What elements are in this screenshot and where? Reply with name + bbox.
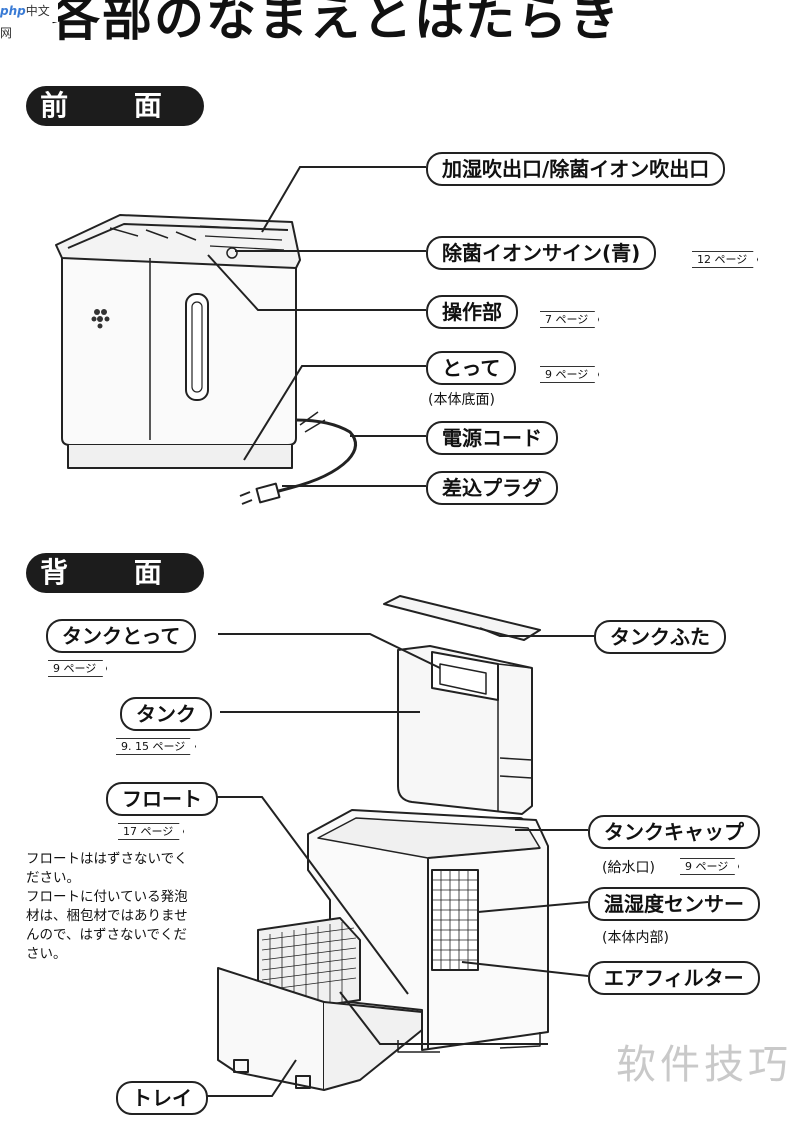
front-unit-illustration: [55, 214, 357, 505]
float-note-line: んので、はずさないでくだ: [26, 927, 188, 943]
label-tank: タンク: [120, 697, 212, 731]
label-handle-note: (本体底面): [428, 392, 495, 408]
front-leader-lines: [207, 166, 426, 487]
ref-tank-handle: 9 ページ: [48, 660, 108, 677]
label-plug: 差込プラグ: [426, 471, 558, 505]
label-controls: 操作部: [426, 295, 518, 329]
ref-tank-cap: 9 ページ: [680, 858, 740, 875]
label-sensor-note: (本体内部): [602, 930, 669, 946]
section-heading-back: 背 面: [26, 553, 204, 593]
label-tank-lid: タンクふた: [594, 620, 726, 654]
label-tank-cap: タンクキャップ: [588, 815, 760, 849]
watermark-text: 软件技巧: [616, 1042, 792, 1088]
section-heading-front: 前 面: [26, 86, 204, 126]
watermark-logo: php中文网: [0, 0, 58, 40]
label-cord: 電源コード: [426, 421, 558, 455]
label-handle: とって: [426, 351, 517, 385]
ref-handle: 9 ページ: [540, 366, 600, 383]
label-sensor: 温湿度センサー: [588, 887, 760, 921]
page-title: 各部のなまえとはたらき: [50, 0, 621, 47]
label-tray: トレイ: [116, 1081, 208, 1115]
ref-float: 17 ページ: [118, 823, 185, 840]
ref-ion-sign: 12 ページ: [692, 251, 759, 268]
label-tank-cap-note: (給水口): [602, 860, 655, 876]
label-float: フロート: [106, 782, 218, 816]
label-ion-sign: 除菌イオンサイン(青): [426, 236, 657, 270]
float-note-line: さい。: [26, 946, 67, 962]
float-note: フロートははずさないでく ださい。 フロートに付いている発泡 材は、梱包材ではあ…: [26, 850, 188, 964]
ref-controls: 7 ページ: [540, 311, 600, 328]
ref-tank: 9. 15 ページ: [116, 738, 197, 755]
back-leader-lines: [196, 627, 596, 1097]
float-note-line: フロートに付いている発泡: [26, 889, 188, 905]
float-note-line: ださい。: [26, 870, 80, 886]
label-air-filter: エアフィルター: [588, 961, 760, 995]
float-note-line: 材は、梱包材ではありませ: [26, 908, 188, 924]
back-unit-illustration: [217, 595, 549, 1091]
label-tank-handle: タンクとって: [46, 619, 197, 653]
watermark-logo-text: 中文网: [0, 4, 50, 40]
float-note-line: フロートははずさないでく: [26, 851, 188, 867]
logo-mark-illustration: [91, 309, 110, 329]
label-outlet: 加湿吹出口/除菌イオン吹出口: [426, 152, 726, 186]
watermark-logo-mark: php: [0, 4, 26, 18]
